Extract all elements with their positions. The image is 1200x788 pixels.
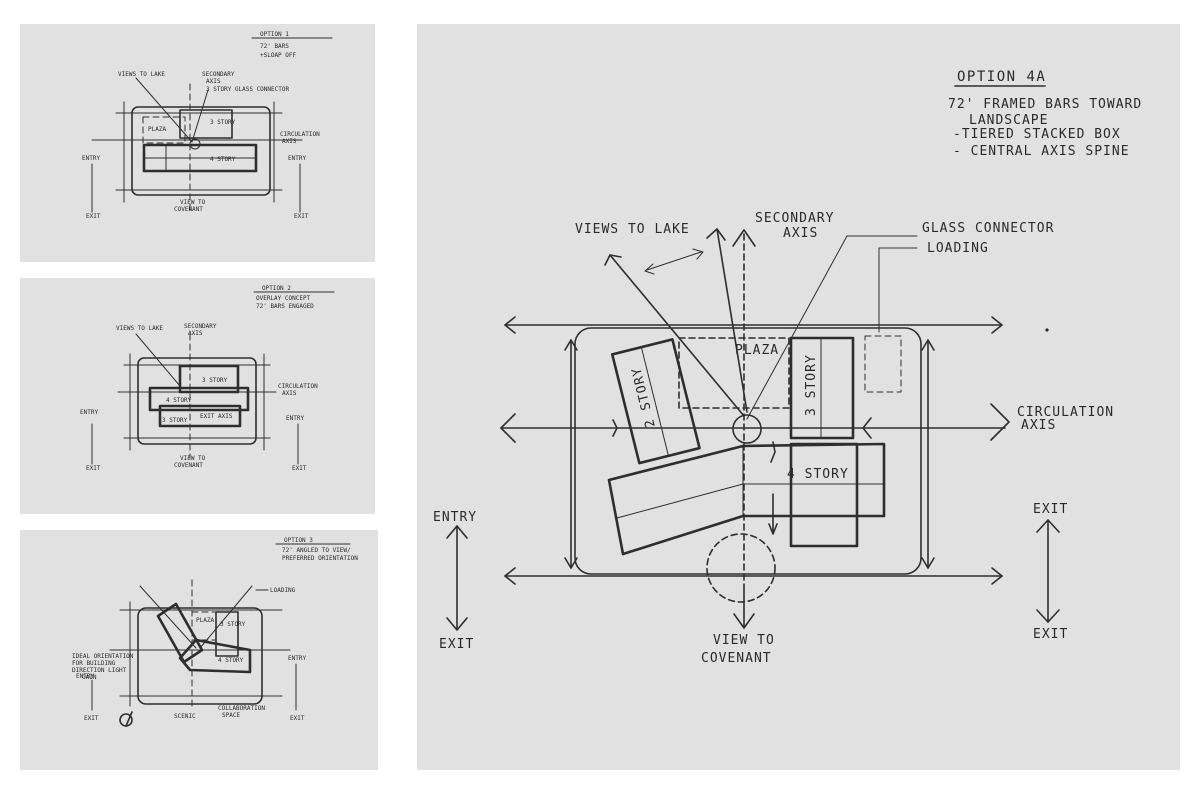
loading-label: LOADING [270, 587, 296, 594]
option-4a-note: - CENTRAL AXIS SPINE [953, 144, 1130, 159]
option-2-title: OPTION 2 [262, 285, 291, 292]
entry-label: ENTRY [80, 409, 98, 416]
option-4a-note: LANDSCAPE [969, 113, 1048, 128]
views-to-lake-label: VIEWS TO LAKE [118, 71, 165, 78]
option-4a-note: -TIERED STACKED BOX [953, 127, 1121, 142]
collaboration-space-label: SPACE [222, 712, 240, 719]
view-to-covenant-label: COVENANT [701, 651, 772, 666]
exit-label: EXIT [84, 715, 99, 722]
secondary-axis-label: AXIS [206, 78, 221, 85]
north-arrow-icon [125, 711, 133, 727]
exit-label: EXIT [439, 637, 474, 652]
option-2-note: OVERLAY CONCEPT [256, 295, 311, 302]
exit-label: EXIT [1033, 627, 1068, 642]
option-1-title: OPTION 1 [260, 31, 289, 38]
story-label: 4 STORY [210, 156, 236, 163]
option-4a-title: OPTION 4A [957, 69, 1046, 85]
secondary-axis-label: SECONDARY [184, 323, 217, 330]
exit-label: EXIT [86, 465, 101, 472]
story-label: 4 STORY [218, 657, 244, 664]
entry-label: ENTRY [76, 673, 94, 680]
option-1-note: +SLOAP OFF [260, 52, 297, 59]
story-label: 3 STORY [162, 417, 188, 424]
view-to-covenant-label: COVENANT [174, 206, 203, 213]
story-label: 4 STORY [787, 467, 849, 482]
entry-label: ENTRY [288, 155, 306, 162]
story-label: 3 STORY [202, 377, 228, 384]
view-to-covenant-label: COVENANT [174, 462, 203, 469]
views-to-lake-label: VIEWS TO LAKE [116, 325, 163, 332]
plaza-label: PLAZA [196, 617, 214, 624]
ideal-orientation-label: FOR BUILDING [72, 660, 116, 667]
option-4a-note: 72' FRAMED BARS TOWARD [948, 97, 1142, 112]
exit-label: EXIT [86, 213, 101, 220]
loading-label: LOADING [927, 241, 989, 256]
plaza-label: PLAZA [148, 126, 166, 133]
scenic-label: SCENIC [174, 713, 196, 720]
story-label: 3 STORY [220, 621, 246, 628]
story-label: 3 STORY [804, 354, 819, 416]
circulation-axis-label: AXIS [282, 138, 297, 145]
story-label: 2 STORY [629, 365, 659, 429]
entry-label: ENTRY [82, 155, 100, 162]
ideal-orientation-label: DIRECTION LIGHT [72, 667, 127, 674]
option-1-sketch: OPTION 1 72' BARS +SLOAP OFF PLAZA 3 STO… [20, 24, 375, 262]
option-2-sketch: OPTION 2 OVERLAY CONCEPT 72' BARS ENGAGE… [20, 278, 375, 514]
entry-label: ENTRY [288, 655, 306, 662]
option-3-title: OPTION 3 [284, 537, 313, 544]
entry-label: ENTRY [433, 510, 477, 525]
circulation-axis-label: CIRCULATION [280, 131, 320, 138]
option-4a-sketch: OPTION 4A 72' FRAMED BARS TOWARD LANDSCA… [417, 24, 1180, 770]
option-3-note: 72' ANGLED TO VIEW/ [282, 547, 351, 554]
circulation-axis-label: CIRCULATION [1017, 405, 1114, 420]
view-to-covenant-label: VIEW TO [180, 455, 206, 462]
exit-label: EXIT [290, 715, 305, 722]
circulation-axis-label: AXIS [1021, 418, 1056, 433]
secondary-axis-label: SECONDARY [202, 71, 235, 78]
option-3-note: PREFERRED ORIENTATION [282, 555, 358, 562]
views-to-lake-label: VIEWS TO LAKE [575, 222, 690, 237]
exit-label: EXIT [292, 465, 307, 472]
option-1-note: 72' BARS [260, 43, 289, 50]
entry-label: ENTRY [286, 415, 304, 422]
secondary-axis-label: SECONDARY [755, 211, 834, 226]
ideal-orientation-label: IDEAL ORIENTATION [72, 653, 134, 660]
option-3-sketch: OPTION 3 72' ANGLED TO VIEW/ PREFERRED O… [20, 530, 378, 770]
view-to-covenant-label: VIEW TO [713, 633, 775, 648]
glass-connector-label: GLASS CONNECTOR [922, 221, 1054, 236]
exit-axis-label: EXIT AXIS [200, 413, 233, 420]
secondary-axis-label: AXIS [783, 226, 818, 241]
circulation-axis-label: CIRCULATION [278, 383, 318, 390]
ideal-orientation-label: GAIN [82, 674, 97, 681]
option-2-note: 72' BARS ENGAGED [256, 303, 314, 310]
circulation-axis-label: AXIS [282, 390, 297, 397]
exit-label: EXIT [1033, 502, 1068, 517]
view-to-covenant-label: VIEW TO [180, 199, 206, 206]
plaza-label: PLAZA [735, 343, 779, 358]
exit-label: EXIT [294, 213, 309, 220]
secondary-axis-label: AXIS [188, 330, 203, 337]
story-label: 4 STORY [166, 397, 192, 404]
glass-connector-label: 3 STORY GLASS CONNECTOR [206, 86, 289, 93]
story-label: 3 STORY [210, 119, 236, 126]
collaboration-space-label: COLLABORATION [218, 705, 265, 712]
